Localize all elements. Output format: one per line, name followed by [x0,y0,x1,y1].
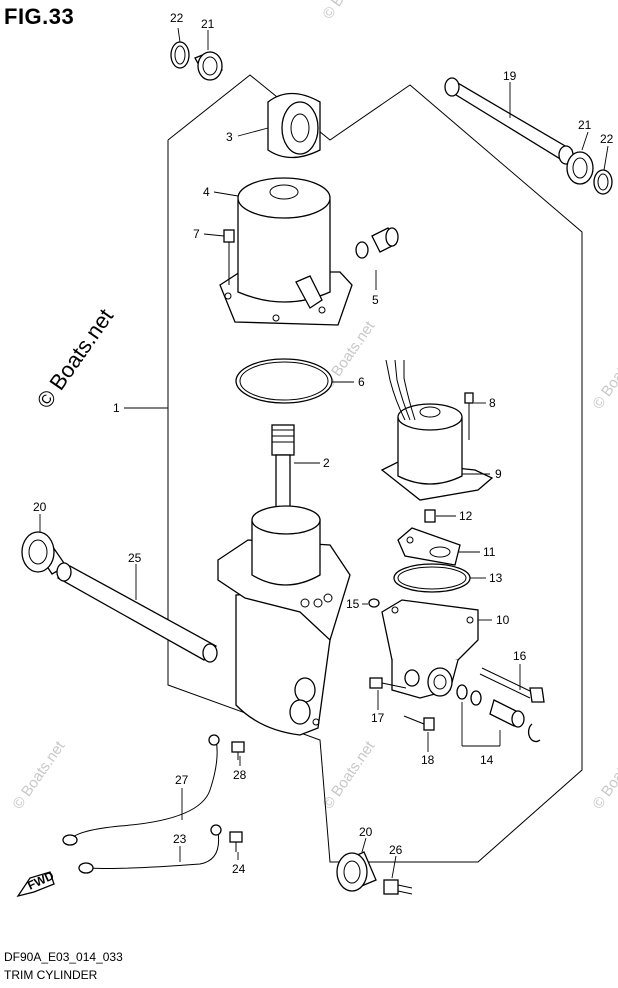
callout-19: 19 [503,69,517,83]
part-28-screw [231,741,245,760]
part-4-cylinder-cap [219,177,353,326]
watermark-main: © Boats.net [32,304,119,413]
callout-25: 25 [128,551,142,565]
callout-11: 11 [483,545,496,559]
part-19-pivot-shaft [444,77,574,165]
part-22-snap-ring-upper [170,41,190,69]
part-17-bolt [369,677,407,689]
callout-5: 5 [372,293,379,307]
part-8-screw [464,392,474,440]
callout-17: 17 [371,711,385,725]
part-20-bushing-lower [336,851,377,892]
figure-name: TRIM CYLINDER [4,968,98,982]
part-21-bushing-right [566,151,594,185]
callout-6: 6 [358,375,365,389]
part-20-bushing-left [21,531,67,575]
callout-10: 10 [496,613,510,627]
part-14-manual-valve-kit [456,684,541,743]
callout-20-left: 20 [33,500,47,514]
callout-7: 7 [193,227,200,241]
callout-23: 23 [173,832,187,846]
fwd-direction-arrow: FWD [16,868,56,898]
figure-code: DF90A_E03_014_033 [4,950,123,964]
callout-13: 13 [489,571,503,585]
part-22-snap-ring-right [593,169,613,195]
callout-28: 28 [233,768,247,782]
part-10-pump-body [381,599,479,699]
watermark-faint: © Boats.net [9,737,68,812]
callout-27: 27 [175,773,189,787]
part-23-ground-wire [78,824,222,874]
part-5-plug [355,227,399,259]
part-6-o-ring [235,358,333,404]
callout-2: 2 [323,456,330,470]
part-6-o-ring-inner [239,361,329,401]
callout-15: 15 [346,597,360,611]
callout-14: 14 [480,753,494,767]
part-12-coupling [424,509,436,523]
callout-4: 4 [203,185,210,199]
part-18-bolt [403,715,435,731]
figure-title: FIG.33 [4,4,75,29]
callout-labels: 22 21 3 4 7 5 6 1 2 19 21 22 8 9 12 11 1… [33,11,614,876]
part-11-pump-plate [397,527,461,566]
callout-3: 3 [226,130,233,144]
watermark-faint: © Boats.net [319,737,378,812]
callout-8: 8 [489,396,496,410]
part-15-small-o-ring [368,598,380,608]
callout-22-right: 22 [600,132,614,146]
watermark-faint: © Boats.net [589,737,618,812]
callout-20-lower: 20 [359,825,373,839]
part-25-shaft [56,562,218,663]
part-1-cylinder-assembly [217,505,351,736]
callout-9: 9 [495,467,502,481]
callout-12: 12 [459,509,473,523]
part-13-o-ring-inner [397,566,467,590]
callout-26: 26 [389,843,403,857]
callout-18: 18 [421,753,435,767]
callout-16: 16 [513,649,527,663]
part-21-bushing-upper [194,51,223,81]
assembly-outline [167,74,583,863]
callout-24: 24 [232,862,246,876]
part-9-trim-motor [380,359,494,501]
part-13-o-ring [393,563,471,593]
callout-22: 22 [170,11,184,25]
callout-1: 1 [113,401,120,415]
watermark-faint: © Boats.net [589,337,618,412]
callout-21-right: 21 [578,118,592,132]
part-16-bolt [479,667,545,703]
callout-21: 21 [201,17,215,31]
part-3-cylinder-bushing [267,92,321,159]
part-24-screw [229,831,243,852]
part-26-bolt [383,879,413,895]
part-27-ground-wire [62,734,220,846]
leader-lines [39,27,609,879]
watermark-faint: © Boats.net [319,0,378,22]
